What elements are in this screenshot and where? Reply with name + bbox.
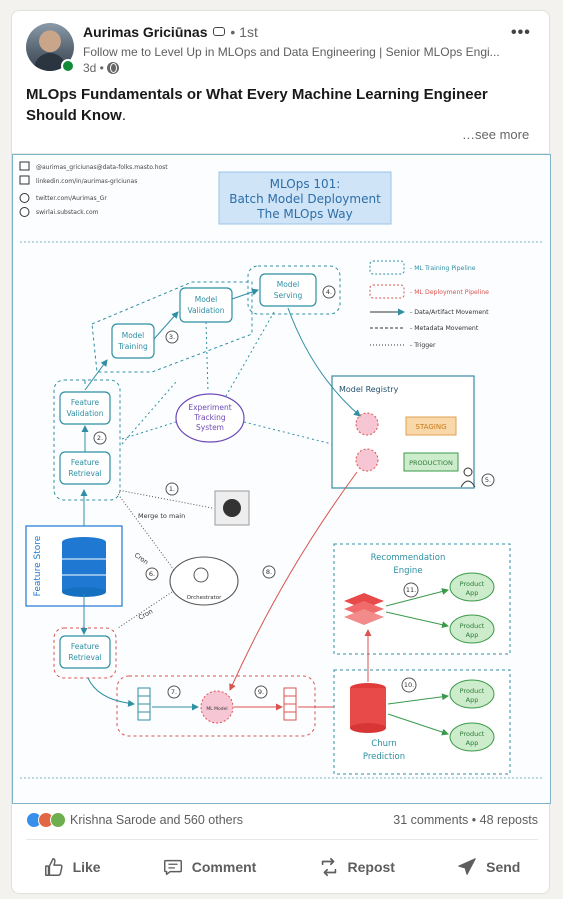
title-line-2: Batch Model Deployment (229, 192, 381, 206)
step-2: 2. (97, 434, 103, 442)
send-button[interactable]: Send (448, 847, 528, 887)
feature-store-label: Feature Store (33, 535, 43, 596)
post-actions: Like Comment Repost Send (12, 847, 551, 887)
comment-icon (163, 859, 182, 876)
mlops-diagram: @aurimas_griciunas@data-folks.masto.host… (12, 154, 551, 804)
author-name[interactable]: Aurimas Griciūnas (83, 24, 208, 40)
step-10: 10. (404, 681, 414, 689)
diagram-title: MLOps 101: Batch Model Deployment The ML… (229, 177, 381, 221)
post-title-end: . (121, 107, 126, 124)
comment-button[interactable]: Comment (154, 847, 265, 887)
see-more-link[interactable]: …see more (462, 127, 530, 142)
social-counts: Krishna Sarode and 560 others 31 comment… (26, 811, 538, 831)
like-label: Like (72, 859, 101, 875)
comments-reposts-count[interactable]: 31 comments • 48 reposts (393, 813, 538, 827)
step-11: 11. (406, 586, 416, 594)
socials-block: @aurimas_griciunas@data-folks.masto.host… (19, 161, 168, 217)
author-avatar[interactable] (26, 23, 74, 71)
legend-deployment: - ML Deployment Pipeline (410, 289, 489, 296)
feed-post-card: Aurimas Griciūnas • 1st Follow me to Lev… (11, 10, 551, 894)
connection-degree: • 1st (230, 24, 258, 40)
step-1: 1. (169, 485, 175, 493)
legend-trigger: - Trigger (410, 342, 436, 349)
post-title-text: MLOps Fundamentals or What Every Machine… (26, 86, 488, 124)
support-reaction-icon (50, 812, 66, 828)
post-time: 3d • (83, 61, 104, 75)
step-9: 9. (258, 688, 264, 696)
ml-model-label: ML Model (206, 706, 227, 712)
title-line-3: The MLOps Way (256, 207, 352, 221)
orchestrator-label: Orchestrator (187, 595, 223, 601)
social-linkedin: linkedin.com/in/aurimas-griciunas (36, 178, 137, 185)
social-twitter: twitter.com/Aurimas_Gr (36, 195, 107, 202)
step-6: 6. (149, 570, 155, 578)
step-5: 5. (485, 476, 491, 484)
author-headline: Follow me to Level Up in MLOps and Data … (83, 45, 500, 59)
reaction-icons[interactable] (26, 812, 66, 828)
social-substack: swirlai.substack.com (36, 209, 99, 216)
model-registry-label: Model Registry (339, 385, 399, 394)
online-status-indicator (61, 59, 75, 73)
svg-text:Experiment: Experiment (188, 403, 231, 412)
comment-label: Comment (191, 859, 257, 875)
like-icon (44, 858, 63, 876)
divider (26, 839, 538, 840)
repost-button[interactable]: Repost (310, 847, 403, 887)
svg-text:Tracking: Tracking (193, 413, 225, 422)
experiment-tracking-node (175, 393, 245, 443)
step-4: 4. (326, 288, 332, 296)
legend-training: - ML Training Pipeline (410, 265, 476, 272)
diagram-title-box (218, 171, 392, 225)
title-line-1: MLOps 101: (270, 177, 341, 191)
social-mastodon: @aurimas_griciunas@data-folks.masto.host (36, 164, 168, 171)
like-button[interactable]: Like (35, 847, 109, 887)
verified-badge-icon (212, 27, 225, 36)
author-name-row: Aurimas Griciūnas • 1st (83, 24, 258, 40)
post-meta: 3d • (83, 61, 119, 75)
merge-label: Merge to main (138, 512, 185, 520)
post-image[interactable]: @aurimas_griciunas@data-folks.masto.host… (12, 153, 551, 804)
svg-text:System: System (196, 423, 224, 432)
ellipsis-icon[interactable]: ••• (511, 24, 531, 41)
step-3: 3. (169, 333, 175, 341)
legend: - ML Training Pipeline - ML Deployment P… (369, 260, 489, 349)
legend-data-movement: - Data/Artifact Movement (410, 309, 489, 316)
production-label: PRODUCTION (409, 459, 453, 467)
step-8: 8. (266, 568, 272, 576)
repost-label: Repost (347, 859, 395, 875)
staging-label: STAGING (416, 423, 447, 431)
step-7: 7. (171, 688, 177, 696)
post-title: MLOps Fundamentals or What Every Machine… (26, 84, 536, 126)
reactions-count[interactable]: Krishna Sarode and 560 others (70, 813, 244, 827)
repost-icon (321, 857, 336, 877)
send-label: Send (486, 859, 521, 875)
legend-metadata: - Metadata Movement (410, 325, 479, 332)
training-pipeline-group (91, 281, 253, 373)
send-icon (458, 858, 476, 875)
globe-icon (106, 62, 119, 74)
